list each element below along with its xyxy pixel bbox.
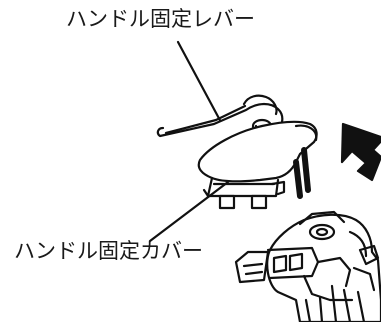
- cover-leader-line: [148, 180, 230, 243]
- handle-fixing-cover: [197, 120, 318, 210]
- handle-mount-mechanism: [234, 210, 381, 322]
- arrow-up-right-icon: [340, 122, 381, 182]
- handle-lever-label: ハンドル固定レバー: [66, 7, 255, 31]
- lever-leader-line: [176, 40, 224, 126]
- handle-cover-label: ハンドル固定カバー: [14, 239, 203, 263]
